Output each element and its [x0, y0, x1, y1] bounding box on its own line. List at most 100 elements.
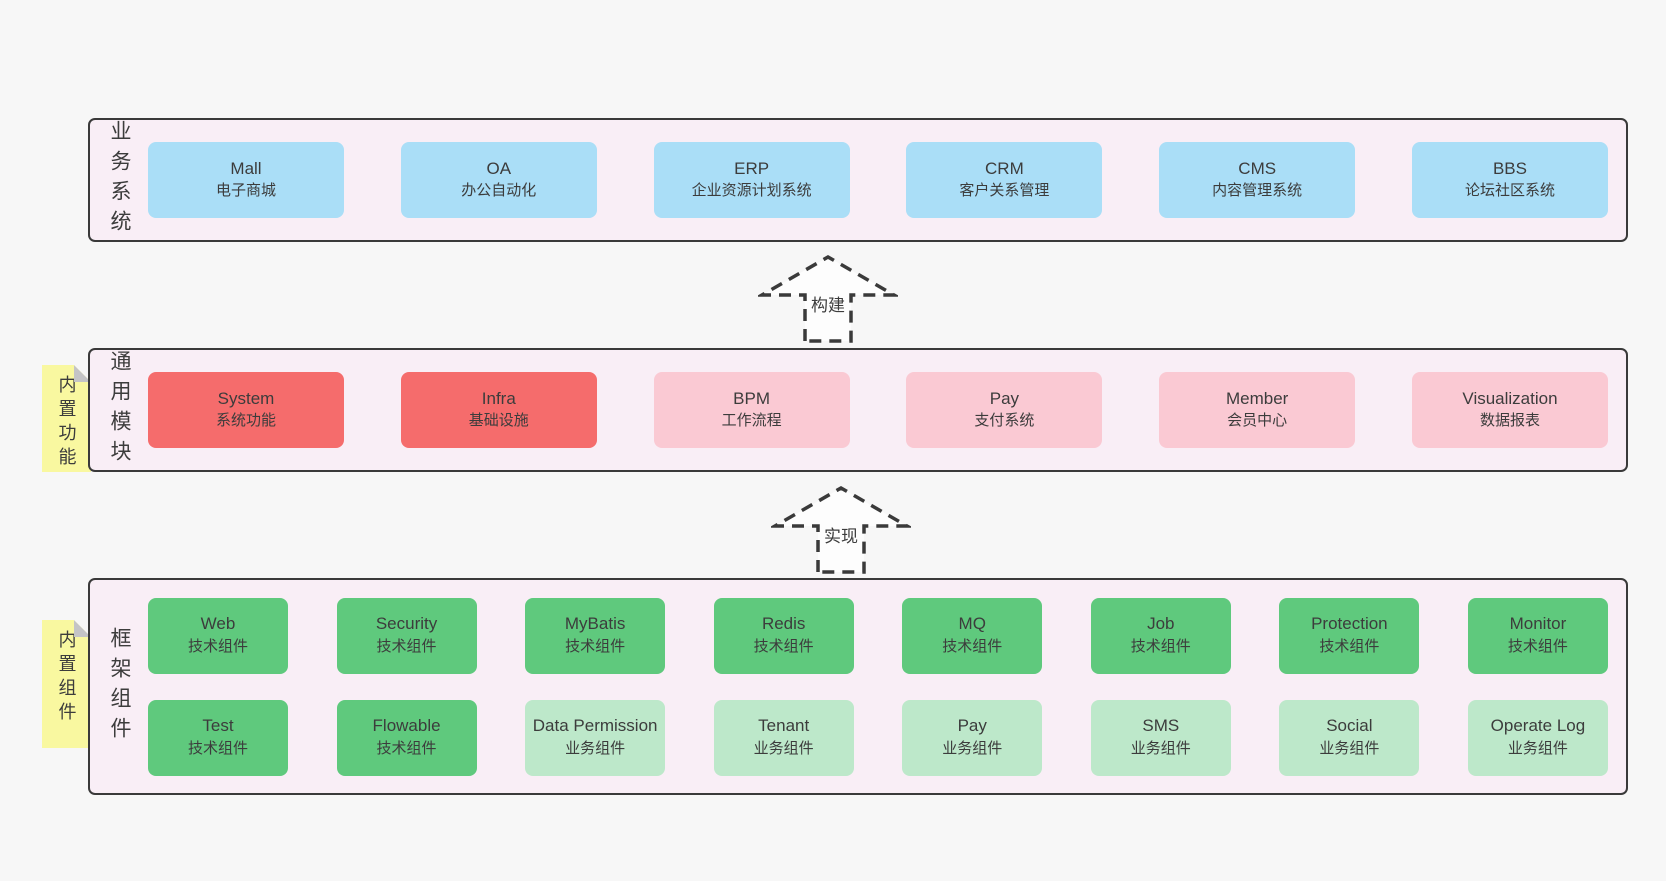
node-mq: MQ 技术组件 — [902, 597, 1043, 674]
node-title: BBS — [1492, 158, 1527, 178]
node-subtitle: 论坛社区系统 — [1464, 182, 1555, 200]
node-subtitle: 企业资源计划系统 — [691, 182, 812, 200]
node-subtitle: 基础设施 — [468, 412, 529, 430]
node-title: OA — [486, 158, 512, 178]
arrow-label: 实现 — [820, 521, 862, 548]
arrow-label: 构建 — [807, 290, 849, 317]
node-subtitle: 业务组件 — [565, 739, 626, 757]
node-title: Operate Log — [1490, 716, 1586, 736]
node-subtitle: 办公自动化 — [461, 182, 537, 200]
node-subtitle: 技术组件 — [376, 637, 437, 655]
node-title: Monitor — [1509, 614, 1567, 634]
node-subtitle: 业务组件 — [1319, 739, 1380, 757]
node-subtitle: 工作流程 — [721, 412, 782, 430]
node-test: Test 技术组件 — [148, 699, 288, 776]
node-title: Infra — [481, 388, 516, 408]
node-mall: Mall 电子商城 — [148, 142, 344, 218]
node-operate-log: Operate Log 业务组件 — [1467, 699, 1608, 776]
node-subtitle: 业务组件 — [1130, 739, 1191, 757]
node-monitor: Monitor 技术组件 — [1467, 597, 1608, 674]
node-subtitle: 支付系统 — [974, 412, 1035, 430]
node-title: MQ — [958, 614, 986, 634]
node-subtitle: 技术组件 — [753, 637, 814, 655]
node-subtitle: 数据报表 — [1479, 412, 1540, 430]
implement-arrow: 实现 — [771, 485, 911, 575]
node-subtitle: 技术组件 — [1319, 637, 1380, 655]
node-protection: Protection 技术组件 — [1279, 597, 1420, 674]
node-title: Visualization — [1462, 388, 1558, 408]
node-subtitle: 技术组件 — [1507, 637, 1568, 655]
node-oa: OA 办公自动化 — [400, 142, 597, 218]
node-title: Member — [1226, 388, 1289, 408]
node-pay: Pay 业务组件 — [902, 699, 1043, 776]
node-title: Test — [202, 716, 234, 736]
node-title: ERP — [734, 158, 770, 178]
node-bpm: BPM 工作流程 — [653, 372, 850, 448]
node-data-permission: Data Permission 业务组件 — [525, 699, 666, 776]
node-subtitle: 技术组件 — [942, 637, 1003, 655]
node-title: Social — [1326, 716, 1373, 736]
node-title: CMS — [1238, 158, 1277, 178]
node-title: Tenant — [758, 716, 810, 736]
node-subtitle: 技术组件 — [565, 637, 626, 655]
node-title: Job — [1147, 614, 1175, 634]
node-subtitle: 客户关系管理 — [959, 182, 1050, 200]
node-title: Protection — [1311, 614, 1388, 634]
node-bbs: BBS 论坛社区系统 — [1411, 142, 1608, 218]
node-title: Redis — [761, 614, 806, 634]
node-title: Pay — [957, 716, 987, 736]
node-subtitle: 内容管理系统 — [1212, 182, 1303, 200]
node-sms: SMS 业务组件 — [1090, 699, 1231, 776]
node-social: Social 业务组件 — [1279, 699, 1420, 776]
sticky-note-built-in-components: 内置组件 — [42, 620, 91, 748]
node-subtitle: 业务组件 — [1507, 739, 1568, 757]
node-subtitle: 业务组件 — [753, 739, 814, 757]
band-side-label: 业务系统 — [108, 120, 131, 240]
band-side-label: 通用模块 — [108, 350, 131, 470]
node-title: Mall — [230, 158, 262, 178]
node-title: MyBatis — [564, 614, 626, 634]
node-subtitle: 技术组件 — [187, 739, 248, 757]
node-title: System — [217, 388, 275, 408]
node-title: Security — [375, 614, 438, 634]
node-subtitle: 系统功能 — [215, 412, 276, 430]
node-security: Security 技术组件 — [336, 597, 477, 674]
node-title: SMS — [1142, 716, 1180, 736]
node-infra: Infra 基础设施 — [400, 372, 597, 448]
node-subtitle: 会员中心 — [1227, 412, 1288, 430]
build-arrow: 构建 — [758, 254, 898, 344]
sticky-note-text: 内置功能 — [56, 375, 77, 471]
node-erp: ERP 企业资源计划系统 — [653, 142, 850, 218]
node-system: System 系统功能 — [148, 372, 344, 448]
node-cms: CMS 内容管理系统 — [1159, 142, 1356, 218]
node-subtitle: 电子商城 — [215, 182, 276, 200]
node-redis: Redis 技术组件 — [713, 597, 854, 674]
node-title: Data Permission — [532, 716, 658, 736]
node-title: Flowable — [372, 716, 441, 736]
sticky-note-built-in-features: 内置功能 — [42, 365, 91, 472]
node-mybatis: MyBatis 技术组件 — [525, 597, 666, 674]
node-subtitle: 业务组件 — [942, 739, 1003, 757]
node-tenant: Tenant 业务组件 — [713, 699, 854, 776]
node-subtitle: 技术组件 — [1130, 637, 1191, 655]
node-title: Web — [200, 614, 236, 634]
node-visualization: Visualization 数据报表 — [1411, 372, 1608, 448]
node-job: Job 技术组件 — [1090, 597, 1231, 674]
node-title: BPM — [733, 388, 771, 408]
band-side-label: 框架组件 — [108, 626, 131, 747]
node-member: Member 会员中心 — [1159, 372, 1356, 448]
node-web: Web 技术组件 — [148, 597, 288, 674]
node-subtitle: 技术组件 — [376, 739, 437, 757]
node-subtitle: 技术组件 — [187, 637, 248, 655]
